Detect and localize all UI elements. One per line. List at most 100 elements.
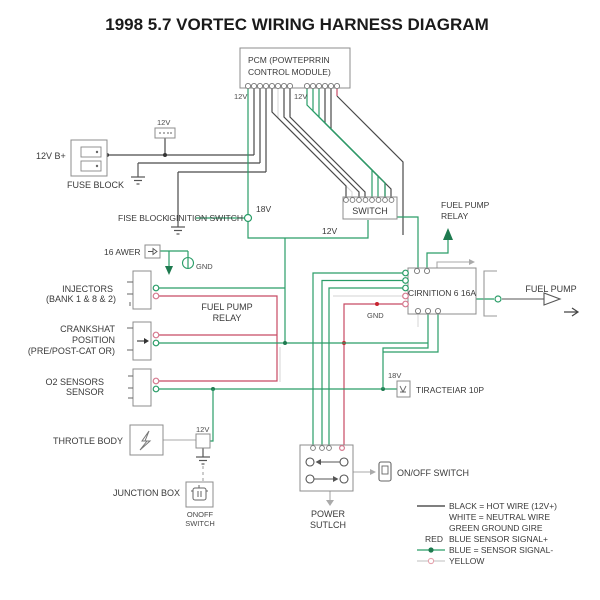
fuse-2: [80, 160, 102, 172]
module-terminal-red: [402, 292, 409, 300]
terminal-fuelpump: [494, 295, 502, 303]
module-top-pin: [423, 267, 431, 275]
legend-row-4: BLUE SENSOR SIGNAL+: [449, 534, 548, 544]
o2-box: [132, 368, 152, 407]
injectors-pins: [127, 281, 133, 306]
arrow-right-gray: [370, 469, 376, 475]
arrow-down-green: [165, 266, 173, 275]
crank-pins: [127, 327, 133, 351]
page-title: 1998 5.7 VORTEC WIRING HARNESS DIAGRAM: [105, 15, 489, 34]
wire-red-sensor-loop: [159, 295, 278, 382]
relay-center-label-2: RELAY: [213, 313, 242, 323]
power-switch-pin: [310, 445, 316, 451]
injectors-label-1: INJECTORS: [62, 284, 113, 294]
legend-yellow-dot: [427, 557, 435, 565]
wire-pcm-switch-1: [271, 88, 347, 197]
crank-arrow-head: [144, 338, 149, 344]
wire-green-awg: [160, 250, 189, 266]
throttle-box: [129, 424, 164, 456]
pcm-label-2: CONTROL MODULE): [248, 67, 331, 77]
power-switch-box: [299, 444, 354, 492]
arrow-right-gray: [469, 259, 475, 265]
module-bottom-pin: [424, 307, 432, 315]
pcm-12v-left: 12V: [234, 92, 247, 101]
gnd-circle-icon: [181, 256, 195, 270]
power-switch-label-1: POWER: [311, 509, 346, 519]
tractor-label: TIRACTEIAR 10P: [416, 385, 484, 395]
v18-label: 18V: [388, 371, 401, 380]
wire-fuse-bus: [107, 88, 255, 156]
wire-green-pcm-switch-5: [306, 88, 373, 197]
contact-arrow-left: [315, 459, 321, 465]
gnd-label-1: GND: [196, 262, 213, 271]
switch-label: SWITCH: [352, 206, 388, 216]
power-switch-pin-red: [339, 445, 346, 452]
module-terminal-green: [402, 269, 409, 277]
legend-row-5: BLUE = SENSOR SIGNAL-: [449, 545, 553, 555]
onoff-label-2: SWITCH: [185, 519, 215, 528]
ignition-switch-label: IGINITION SWITCH: [167, 213, 243, 223]
pcm-pins: [244, 82, 341, 90]
contact-arrow-right: [333, 476, 339, 482]
junction-dot-red: [375, 302, 379, 306]
contact-circle: [339, 474, 349, 484]
legend-red-sample: RED: [425, 534, 443, 544]
pcm-12v-right: 12V: [294, 92, 307, 101]
fuse-dot: [95, 164, 99, 168]
wire-green-module-bottom: [382, 311, 439, 389]
injector-terminal-green: [152, 284, 160, 292]
awg-arrow-head: [152, 247, 158, 256]
module-terminal-green: [402, 284, 409, 292]
power-switch-label-2: SUTLCH: [310, 520, 346, 530]
fuel-pump-label: FUEL PUMP: [525, 284, 576, 294]
ignition-module-label: CIRNITION 6 16A: [408, 288, 476, 298]
power-switch-pin: [326, 445, 332, 451]
pcm-label-1: PCM (POWTEPRRIN: [248, 55, 330, 65]
crank-label-1: CRANKSHAT: [60, 324, 115, 334]
crank-terminal-green: [152, 339, 160, 347]
throttle-12v-box: [195, 433, 211, 449]
ignition-module-box: [407, 267, 477, 315]
injectors-box: [132, 270, 152, 310]
contact-circle: [305, 457, 315, 467]
power-switch-pin: [319, 445, 325, 451]
legend-row-2: WHITE = NEUTRAL WIRE: [449, 512, 550, 522]
crank-terminal-red: [152, 331, 160, 339]
injector-terminal-red: [152, 292, 160, 300]
wire-green-injector: [159, 238, 286, 343]
wire-pcm-switch-3: [283, 88, 360, 197]
wire-green-relay: [426, 240, 449, 268]
wire-green-power-switch: [312, 272, 405, 445]
arrow-up-green: [443, 228, 453, 240]
o2-label-1: O2 SENSORS: [45, 377, 104, 387]
junction-box-label: JUNCTION BOX: [113, 488, 180, 498]
crank-label-3: (PRE/POST-CAT OR): [28, 346, 115, 356]
fuse-dot: [95, 150, 99, 154]
crank-label-2: POSITION: [72, 335, 115, 345]
gnd-label-2: GND: [367, 311, 384, 320]
o2-pins: [128, 375, 133, 399]
fuse-1: [80, 146, 102, 158]
ground-symbol-2: [171, 223, 185, 235]
pump-bracket: [483, 270, 497, 317]
dot: [167, 132, 169, 134]
wire-ignition-bus: [177, 88, 267, 223]
wire-pcm-switch-4: [289, 88, 366, 197]
wire-pcm-bypass: [336, 95, 404, 235]
relay-center-label-1: FUEL PUMP: [201, 302, 252, 312]
wire-green-pcm-switch-7: [318, 88, 386, 197]
wire-ground-bus: [138, 88, 261, 164]
wire-green-throttle: [210, 389, 214, 442]
o2-terminal-green: [152, 385, 160, 393]
label-12v-line: 12V: [322, 226, 337, 236]
terminal-18v: [243, 213, 253, 223]
arrow-down-gray: [326, 500, 334, 506]
legend-green-dot: [428, 547, 434, 553]
small-arrow-right: [564, 307, 580, 317]
fise-block-label: FISE BLOCK: [118, 213, 168, 223]
switch-pins: [343, 197, 395, 203]
pcm-box: [239, 47, 351, 89]
dot: [159, 132, 161, 134]
onoff-switch-icon: [378, 461, 392, 482]
junction-dot-green: [283, 341, 287, 345]
